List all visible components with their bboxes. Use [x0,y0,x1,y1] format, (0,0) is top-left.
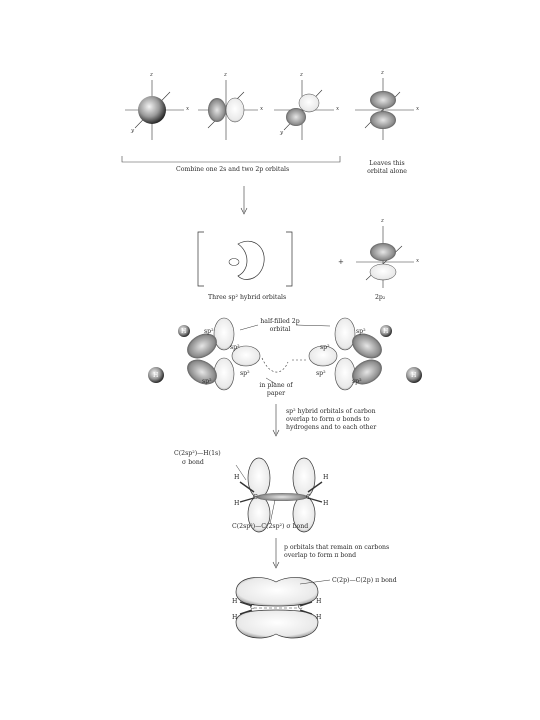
step1-line3: hydrogens and to each other [286,424,377,431]
combine-bracket [121,156,341,163]
step2-line2: overlap to form π bond [284,552,357,559]
sp2-label-3: sp² [202,378,212,385]
in-plane-line2: paper [266,390,286,397]
h-atom-1: H [181,328,187,335]
axis-x-label-1: x [186,106,190,112]
half-filled-pointer [295,324,331,327]
h-atom-9: H [232,598,238,605]
h-atom-3: H [383,328,389,335]
axis-z-label-1: z [150,72,153,78]
step1-line1: sp² hybrid orbitals of carbon [286,408,376,415]
arrow-down-1 [240,186,248,215]
axis-y-label-1: y [131,128,135,134]
c-atom-3: C [250,604,255,611]
h-atom-8: H [323,500,329,507]
pz-orbital [355,78,414,140]
arrow-down-2 [272,404,280,437]
h-atom-6: H [234,500,240,507]
combine-label: Combine one 2s and two 2p orbitals [176,166,290,173]
leaves-label-line2: orbital alone [367,168,407,175]
h-atom-7: H [323,474,329,481]
px-orbital [198,80,258,140]
in-plane-line1: in plane of [259,382,293,389]
pz-remaining-orbital [356,226,414,288]
ch-bond-line1: C(2sp²)—H(1s) [174,450,221,457]
step1-line2: overlap to form σ bonds to [286,416,370,423]
pi-bond-label: C(2p)—C(2p) π bond [332,577,397,584]
hybrid-label: Three sp² hybrid orbitals [208,294,287,301]
right-carbon-sp2 [308,317,422,391]
sp2-label-6: sp² [320,344,330,351]
half-filled-line2: orbital [269,326,291,333]
sp2-label-5: sp² [356,328,366,335]
sp2-label-4: sp² [240,370,250,377]
axis-z-label-3: z [300,72,303,78]
arrow-down-3 [272,538,280,569]
axis-z-label-2: z [224,72,227,78]
sigma-framework [235,457,323,533]
sp2-hybrids-group [197,231,293,287]
pz-label: 2p₂ [375,294,386,301]
pi-bond-molecule [235,577,331,639]
axis-x-label-4: x [416,106,420,112]
sp2-label-2: sp² [230,344,240,351]
c-atom-4: C [298,604,303,611]
axis-x-label-5: x [416,258,420,264]
h-atom-10: H [232,614,238,621]
c-atom-2: C [306,494,311,501]
c-atom-1: C [253,494,258,501]
axis-y-label-3: y [280,130,284,136]
half-filled-pointer-left [239,324,259,331]
axis-z-label-4: z [381,70,384,76]
axis-x-label-2: x [260,106,264,112]
h-atom-5: H [234,474,240,481]
axis-x-label-3: x [336,106,340,112]
sp2-label-1: sp² [204,328,214,335]
sp2-label-7: sp² [352,378,362,385]
h-atom-11: H [316,598,322,605]
py-orbital [274,80,334,140]
leaves-label-line1: Leaves this [369,160,405,167]
h-atom-2: H [153,372,159,379]
cc-bond-label: C(2sp²)—C(2sp²) σ bond [232,523,309,530]
s-orbital [125,80,184,140]
h-atom-4: H [411,372,417,379]
axis-z-label-5: z [381,218,384,224]
left-carbon-sp2 [148,317,261,391]
in-plane-dashed-arc [261,357,308,385]
step2-line1: p orbitals that remain on carbons [284,544,390,551]
ch-bond-line2: σ bond [182,459,204,466]
h-atom-12: H [316,614,322,621]
plus-sign: + [338,258,344,266]
half-filled-line1: half-filled 2p [260,318,300,325]
sp2-label-8: sp² [316,370,326,377]
